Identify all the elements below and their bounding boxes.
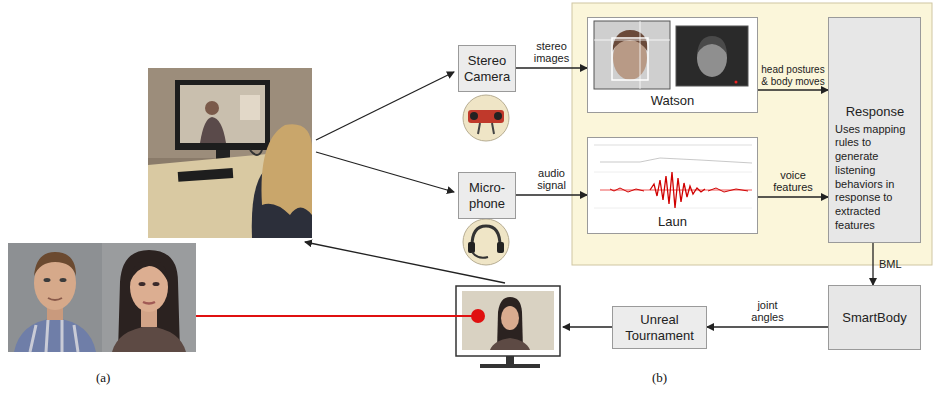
panel-label: (a) [96,370,110,386]
arrow-connector [872,243,873,285]
edge-label: head postures & body moves [759,64,827,87]
process-box: Unreal Tournament [612,306,707,349]
panel-label: (b) [652,370,667,386]
arrow-connector [758,89,828,90]
edge-label: joint angles [747,299,789,324]
node-body: Uses mapping rules to generate listening… [835,123,915,233]
arrow-connector [516,67,587,68]
module-box: Laun [587,137,758,234]
sensor-box: Micro- phone [458,172,516,219]
module-box: Watson [587,17,758,113]
node-title: Stereo Camera [462,53,512,84]
edge-label: voice features [767,169,819,194]
edge-label: BML [879,258,919,271]
response-box: ResponseUses mapping rules to generate l… [828,17,921,243]
monitor-icon [456,286,560,368]
user-photo [148,68,312,238]
node-title: SmartBody [842,310,906,326]
avatar-faces [8,243,196,352]
node-title: Unreal Tournament [616,312,703,343]
arrow-connector [758,196,828,197]
edge-label: audio signal [529,167,575,192]
node-title: Watson [651,93,695,109]
process-box: SmartBody [828,285,921,350]
edge-label: stereo images [529,40,575,65]
node-title: Micro- phone [462,180,512,211]
laun-waveform [587,137,758,234]
watson-image [587,17,758,113]
arrow-connector [516,194,587,195]
sensor-box: Stereo Camera [458,45,516,92]
headset-icon [463,219,509,265]
node-title: Response [846,104,905,120]
camera-icon [463,95,509,141]
node-title: Laun [658,214,687,230]
arrow-connector [707,326,828,327]
